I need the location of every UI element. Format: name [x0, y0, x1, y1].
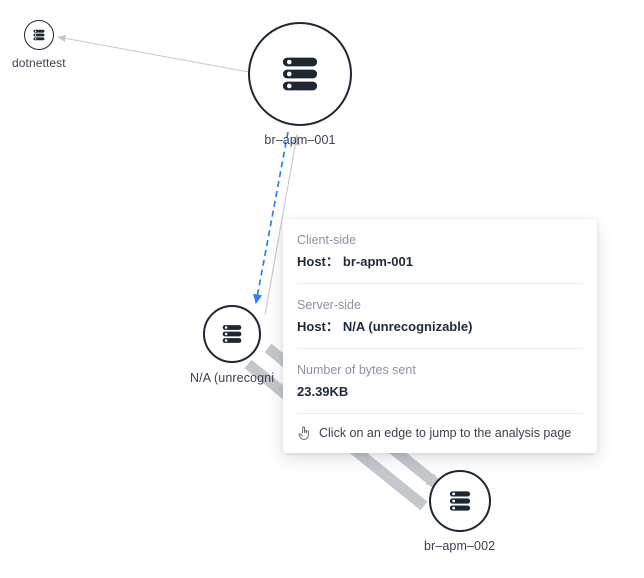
server-icon: [222, 325, 242, 343]
server-host-row: Host：N/A (unrecognizable): [297, 318, 583, 336]
client-host-value: br-apm-001: [342, 254, 413, 269]
server-icon: [449, 491, 470, 511]
pointing-hand-icon: [298, 426, 309, 440]
node-na-label: N/A (unrecogni: [190, 371, 275, 385]
edge-br-apm-001-to-dotnettest[interactable]: [57, 34, 255, 74]
client-side-caption: Client-side: [297, 233, 357, 247]
node-br-apm-002-circle[interactable]: [428, 470, 491, 532]
node-dotnettest-label: dotnettest: [12, 56, 66, 70]
node-br-apm-002[interactable]: br–apm–002: [424, 470, 495, 553]
server-icon: [282, 57, 318, 91]
tooltip-hint-row: Click on an edge to jump to the analysis…: [297, 414, 583, 453]
client-host-key: Host：: [297, 254, 339, 269]
tooltip-server-section: Server-side Host：N/A (unrecognizable): [297, 284, 583, 349]
node-br-apm-001[interactable]: br–apm–001: [248, 22, 352, 147]
node-br-apm-001-circle[interactable]: [248, 22, 352, 126]
edge-br-apm-001-to-na-selected[interactable]: [253, 131, 289, 304]
server-host-key: Host：: [297, 319, 339, 334]
node-dotnettest[interactable]: dotnettest: [12, 20, 66, 70]
client-host-row: Host：br-apm-001: [297, 253, 583, 271]
node-dotnettest-circle[interactable]: [23, 20, 54, 50]
bytes-sent-value: 23.39KB: [297, 384, 349, 399]
node-br-apm-001-label: br–apm–001: [264, 133, 336, 147]
tooltip-hint-text: Click on an edge to jump to the analysis…: [319, 426, 572, 440]
tooltip-bytes-section: Number of bytes sent 23.39KB: [297, 349, 583, 414]
node-br-apm-002-label: br–apm–002: [424, 539, 496, 553]
tooltip-client-section: Client-side Host：br-apm-001: [297, 219, 583, 284]
server-side-caption: Server-side: [297, 298, 361, 312]
server-host-value: N/A (unrecognizable): [342, 319, 473, 334]
node-na-unrecognizable[interactable]: N/A (unrecogni: [190, 305, 274, 385]
node-na-circle[interactable]: [203, 305, 262, 363]
edge-tooltip-card: Client-side Host：br-apm-001 Server-side …: [283, 219, 597, 453]
bytes-sent-caption: Number of bytes sent: [297, 363, 416, 377]
edge-na-to-br-apm-001[interactable]: [264, 134, 301, 316]
server-icon: [33, 29, 45, 41]
